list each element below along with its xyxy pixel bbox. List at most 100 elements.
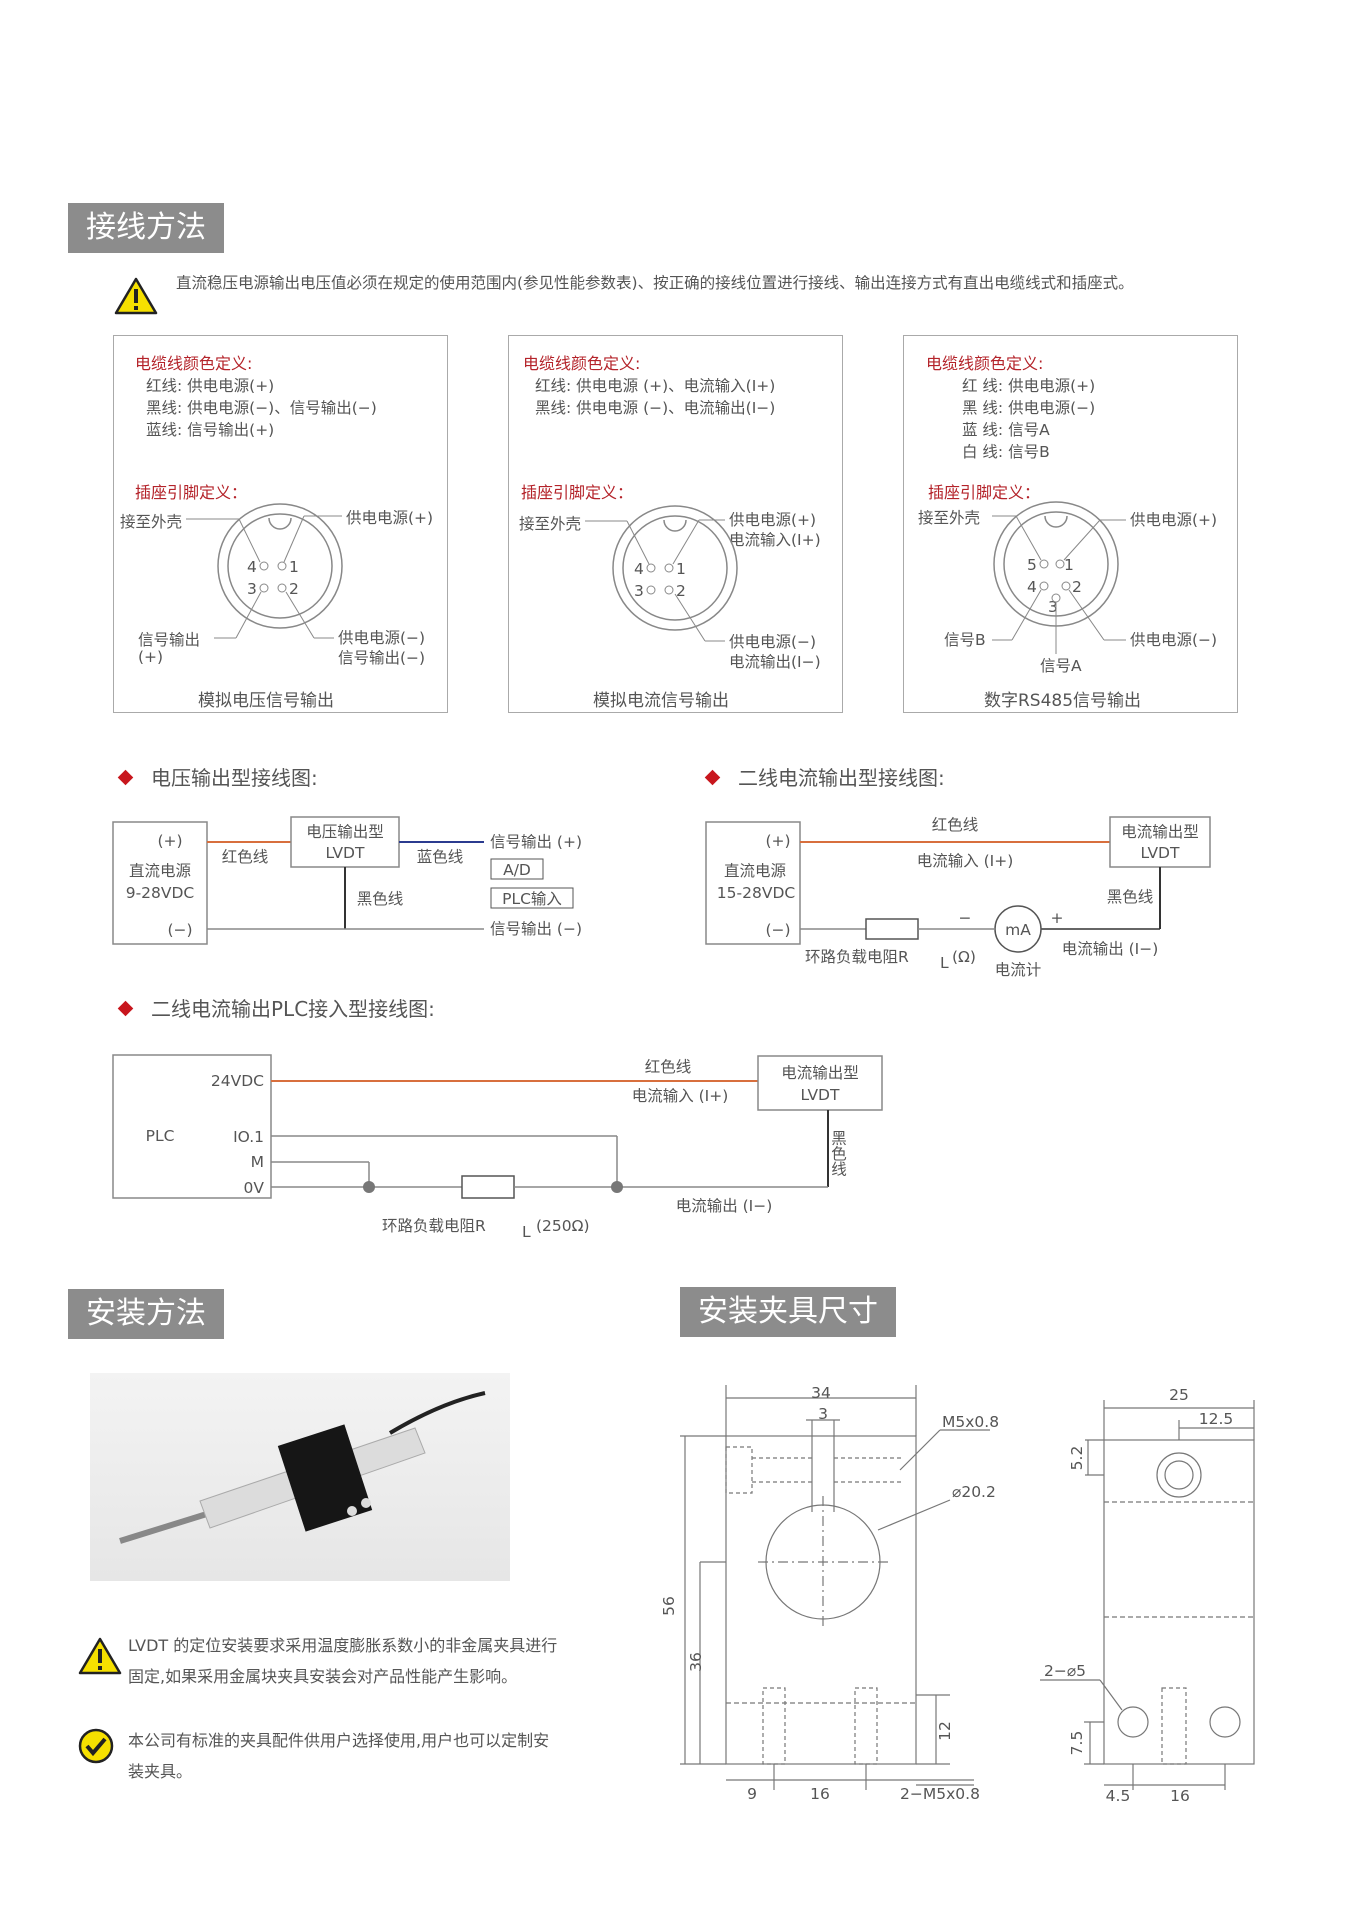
fixture-section-title: 安装夹具尺寸 (680, 1287, 896, 1337)
install-section-title: 安装方法 (68, 1289, 224, 1339)
cable-line: 蓝 线: 信号A (962, 421, 1050, 439)
lvdt-illustration (119, 1391, 486, 1544)
svg-text:(+): (+) (157, 832, 182, 850)
cable-line: 红线: 供电电源(+) (146, 377, 275, 395)
svg-text:电流输入 (I+): 电流输入 (I+) (917, 852, 1014, 870)
svg-text:IO.1: IO.1 (233, 1128, 264, 1146)
label-bottom-left: 信号输出 (138, 631, 201, 649)
pin-label: 2 (289, 580, 299, 598)
pin-label: 3 (634, 582, 644, 600)
connector-4pin: 4 1 3 2 (585, 505, 738, 642)
cable-line: 白 线: 信号B (962, 443, 1050, 461)
svg-text:红色线: 红色线 (932, 816, 979, 834)
label-bottom-right2: 电流输出(I−) (729, 653, 821, 671)
svg-text:36: 36 (687, 1652, 705, 1672)
cable-title: 电缆线颜色定义: (523, 354, 641, 373)
label-bottom-right: 供电电源(−) (1130, 631, 1218, 649)
svg-text:12.5: 12.5 (1199, 1410, 1234, 1428)
svg-text:LVDT: LVDT (801, 1086, 840, 1104)
plc-diagram-title: 二线电流输出PLC接入型接线图: (117, 993, 435, 1022)
svg-text:电流输出型: 电流输出型 (1121, 823, 1199, 841)
svg-text:(−): (−) (765, 921, 790, 939)
wiring-section-title: 接线方法 (68, 203, 224, 253)
label-shell: 接至外壳 (120, 513, 183, 531)
connector-4pin: 4 1 3 2 (186, 503, 343, 639)
svg-text:0V: 0V (244, 1179, 265, 1197)
pin-title: 插座引脚定义： (135, 483, 248, 502)
pin-label: 4 (1027, 578, 1037, 596)
svg-text:LVDT: LVDT (1141, 844, 1180, 862)
svg-text:红色线: 红色线 (222, 848, 269, 866)
svg-text:PLC输入: PLC输入 (502, 890, 562, 908)
install-note-1: LVDT 的定位安装要求采用温度膨胀系数小的非金属夹具进行固定,如果采用金属块夹… (128, 1636, 558, 1686)
pin-label: 2 (676, 582, 686, 600)
svg-text:9: 9 (747, 1785, 757, 1803)
svg-text:34: 34 (811, 1384, 831, 1402)
label-top-right: 供电电源(+) (346, 509, 434, 527)
cable-title: 电缆线颜色定义: (135, 354, 253, 373)
label-bottom-left2: (+) (138, 648, 164, 666)
svg-text:16: 16 (1170, 1787, 1190, 1805)
pin-title: 插座引脚定义： (928, 483, 1041, 502)
svg-text:LVDT: LVDT (326, 844, 365, 862)
svg-text:16: 16 (810, 1785, 830, 1803)
svg-text:⌀20.2: ⌀20.2 (952, 1483, 996, 1501)
svg-text:9-28VDC: 9-28VDC (126, 884, 195, 902)
svg-text:5.2: 5.2 (1068, 1446, 1086, 1471)
pin-label: 3 (1048, 598, 1058, 616)
pin-label: 4 (247, 558, 257, 576)
lvdt-product-photo (90, 1373, 510, 1581)
label-bottom-left: 信号B (944, 631, 986, 649)
voltage-diagram-title: 电压输出型接线图: (117, 762, 318, 791)
svg-text:直流电源: 直流电源 (724, 862, 786, 880)
svg-text:(−): (−) (167, 921, 192, 939)
svg-text:环路负载电阻R: 环路负载电阻R (805, 948, 909, 966)
svg-text:电流输出 (I−): 电流输出 (I−) (676, 1197, 773, 1215)
cable-line: 蓝线: 信号输出(+) (146, 421, 275, 439)
label-bottom-right2: 信号输出(−) (338, 649, 426, 667)
svg-text:2−M5x0.8: 2−M5x0.8 (900, 1785, 980, 1803)
svg-text:红色线: 红色线 (645, 1058, 692, 1076)
cable-line: 红线: 供电电源 (+)、电流输入(I+) (535, 377, 776, 395)
panel-caption: 模拟电流信号输出 (593, 691, 729, 711)
cable-line: 黑 线: 供电电源(−) (962, 399, 1096, 417)
pin-label: 4 (634, 560, 644, 578)
svg-text:(250Ω): (250Ω) (536, 1217, 590, 1235)
svg-text:(Ω): (Ω) (952, 948, 976, 966)
svg-text:12: 12 (936, 1721, 954, 1741)
install-note-2: 本公司有标准的夹具配件供用户选择使用,用户也可以定制安装夹具。 (128, 1731, 550, 1781)
warning-icon (114, 277, 158, 315)
check-icon (78, 1728, 114, 1764)
svg-text:蓝色线: 蓝色线 (417, 848, 464, 866)
svg-text:2−⌀5: 2−⌀5 (1044, 1662, 1086, 1680)
svg-text:电流计: 电流计 (995, 961, 1042, 979)
pin-label: 2 (1072, 578, 1082, 596)
svg-text:信号输出 (−): 信号输出 (−) (490, 920, 582, 938)
svg-text:电流输出型: 电流输出型 (781, 1064, 859, 1082)
panel-caption: 模拟电压信号输出 (198, 691, 334, 711)
svg-text:L: L (522, 1223, 531, 1241)
label-top-right: 供电电源(+) (729, 511, 817, 529)
pin-label: 3 (247, 580, 257, 598)
svg-text:15-28VDC: 15-28VDC (717, 884, 795, 902)
svg-text:黑色线: 黑色线 (829, 1130, 847, 1177)
pin-panel-current: 电缆线颜色定义: 红线: 供电电源 (+)、电流输入(I+) 黑线: 供电电源 … (508, 335, 843, 713)
current-diagram-title: 二线电流输出型接线图: (704, 762, 945, 791)
cable-line: 黑线: 供电电源 (−)、电流输出(I−) (535, 399, 776, 417)
svg-text:黑色线: 黑色线 (357, 890, 404, 908)
pin-panel-voltage: 电缆线颜色定义: 红线: 供电电源(+) 黑线: 供电电源(−)、信号输出(−)… (113, 335, 448, 713)
svg-text:PLC: PLC (146, 1127, 175, 1145)
svg-text:+: + (1051, 909, 1064, 927)
svg-text:电流输入 (I+): 电流输入 (I+) (632, 1087, 729, 1105)
svg-text:信号输出 (+): 信号输出 (+) (490, 833, 582, 851)
cable-title: 电缆线颜色定义: (926, 354, 1044, 373)
pin-title: 插座引脚定义： (521, 483, 634, 502)
label-shell: 接至外壳 (918, 509, 981, 527)
label-bottom-right: 供电电源(−) (729, 633, 817, 651)
svg-text:7.5: 7.5 (1068, 1731, 1086, 1756)
svg-text:mA: mA (1005, 921, 1031, 939)
svg-text:24VDC: 24VDC (211, 1072, 264, 1090)
label-top-right: 供电电源(+) (1130, 511, 1218, 529)
